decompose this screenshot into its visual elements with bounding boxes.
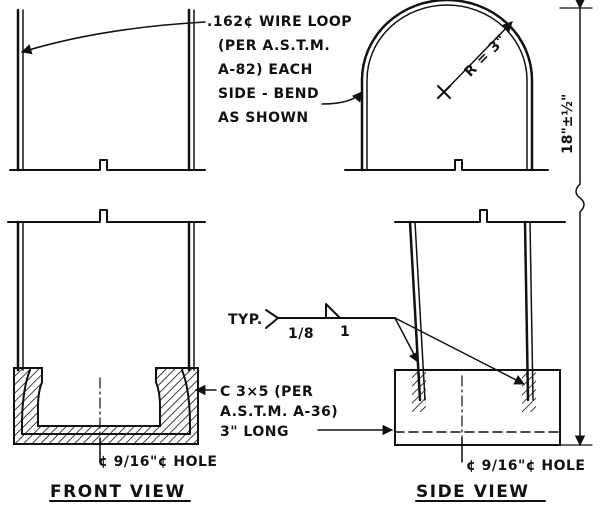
front-hole-label: ¢ 9/16"¢ HOLE [98, 454, 217, 470]
note-leaders [20, 21, 463, 463]
wire-loop-note-line-4: SIDE - BEND [218, 86, 319, 102]
wire-loop-note-line-2: (PER A.S.T.M. [218, 38, 330, 54]
svg-text:.162¢ WIRE LOOP: .162¢ WIRE LOOP [207, 14, 352, 30]
radius-label: R = 3" [462, 32, 510, 80]
svg-text:AS SHOWN: AS SHOWN [218, 110, 309, 126]
svg-text:3" LONG: 3" LONG [220, 424, 289, 440]
weld-symbol [265, 303, 525, 385]
height-dimension [559, 0, 593, 447]
svg-text:A-82) EACH: A-82) EACH [218, 62, 313, 78]
channel-block [394, 369, 561, 446]
wire-loop-note-line-5: AS SHOWN [218, 110, 309, 126]
wire-loop-note: .162¢ WIRE LOOP (PER A.S.T.M. A-82) EACH… [207, 14, 352, 126]
weld-size-label: 1/8 [288, 326, 314, 342]
svg-text:(PER A.S.T.M.: (PER A.S.T.M. [218, 38, 330, 54]
side-hole-label: ¢ 9/16"¢ HOLE [466, 458, 585, 474]
channel-section [13, 367, 199, 445]
channel-note: C 3×5 (PER A.S.T.M. A-36) 3" LONG [220, 384, 338, 440]
svg-text:SIDE - BEND: SIDE - BEND [218, 86, 319, 102]
weld-length-label: 1 [340, 324, 350, 340]
side-view-title: SIDE VIEW [416, 482, 530, 502]
channel-note-line-1: C 3×5 (PER [220, 384, 313, 400]
front-view-lower [7, 209, 206, 463]
height-dimension-label: 18"±½" [560, 94, 576, 154]
side-view-lower [394, 209, 566, 461]
front-view-upper [9, 8, 206, 172]
svg-text:A.S.T.M. A-36): A.S.T.M. A-36) [220, 404, 338, 420]
channel-note-line-2: A.S.T.M. A-36) [220, 404, 338, 420]
svg-text:C 3×5 (PER: C 3×5 (PER [220, 384, 313, 400]
weld-typ-label: TYP. [228, 312, 263, 328]
wire-loop-note-line-1: .162¢ WIRE LOOP [207, 14, 352, 30]
wire-loop-note-line-3: A-82) EACH [218, 62, 313, 78]
side-view-upper [344, 0, 549, 172]
channel-note-line-3: 3" LONG [220, 424, 289, 440]
front-view-title: FRONT VIEW [50, 482, 186, 502]
